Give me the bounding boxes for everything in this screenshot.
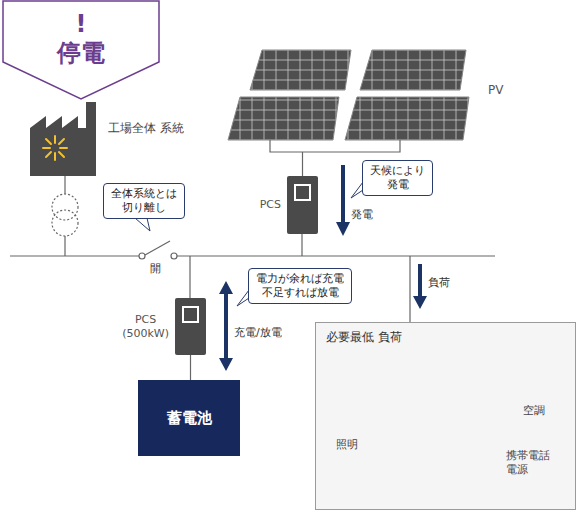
load-item: 携帯電話 電源 <box>506 449 550 477</box>
pv-panels <box>250 50 351 90</box>
flow-arrow <box>219 358 233 371</box>
bus-line <box>10 234 495 322</box>
callout-bubble: 電力が余れば充電 不足すれば放電 <box>248 268 352 304</box>
alert-banner: !停電 <box>2 0 160 100</box>
factory-icon <box>30 102 96 176</box>
node-text: PCS <box>260 198 281 212</box>
bus-line <box>10 255 139 256</box>
load-panel: 必要最低 負荷空調照明携帯電話 電源 <box>315 322 576 510</box>
factory-icon <box>46 152 51 157</box>
callout-tail <box>135 218 150 231</box>
switch-symbol <box>139 253 145 259</box>
factory-icon <box>54 153 56 160</box>
pcs-box: PCS (500kW) <box>175 298 206 355</box>
bus-line <box>409 256 410 322</box>
banner-outline <box>3 1 159 99</box>
node-text: 工場全体 系統 <box>108 120 184 137</box>
switch-symbol <box>171 253 177 259</box>
flow-arrow <box>219 281 233 294</box>
callout-bubble: 全体系統とは 切り離し <box>103 183 185 219</box>
flow-arrow <box>413 296 427 309</box>
diagram-label: 充電/放電 <box>234 326 282 340</box>
callout-bubble: 天候により 発電 <box>362 160 433 196</box>
factory-icon <box>59 152 64 157</box>
transformer-symbol <box>52 210 78 236</box>
connector-line <box>302 152 303 176</box>
transformer-symbol <box>52 176 78 256</box>
node-text: 蓄電池 <box>167 409 212 428</box>
diagram-label: 負荷 <box>428 276 450 290</box>
node-text: PV <box>488 83 503 97</box>
factory-icon <box>60 147 67 149</box>
pv-panels <box>360 50 466 90</box>
node-text: 照明 <box>336 438 358 452</box>
factory-icon <box>30 102 96 176</box>
node-text: PCS (500kW) <box>122 313 169 341</box>
switch-symbol <box>145 241 170 255</box>
flow-arrow <box>336 222 350 236</box>
pv-array: PV <box>222 45 484 152</box>
connector-line <box>190 355 191 380</box>
factory-icon <box>54 136 56 143</box>
factory-icon <box>59 139 64 144</box>
factory-node: 工場全体 系統 <box>30 100 102 176</box>
flow-arrow <box>224 292 228 360</box>
node-text: 携帯電話 電源 <box>506 449 550 477</box>
diagram-label: 開 <box>150 262 161 276</box>
transformer-symbol <box>52 194 78 220</box>
factory-icon <box>43 136 67 160</box>
node-text: 全体系統とは 切り離し <box>111 187 177 215</box>
bus-line <box>177 255 495 256</box>
battery-box: 蓄電池 <box>138 380 240 456</box>
pcs-box: PCS <box>287 176 318 234</box>
factory-icon <box>46 139 51 144</box>
switch-symbol <box>139 241 177 259</box>
transformer-symbol <box>64 176 65 194</box>
node-text: ! <box>76 10 87 38</box>
pv-wires <box>270 140 400 152</box>
factory-icon <box>43 147 50 149</box>
bus-line <box>189 256 190 298</box>
bus-line <box>301 234 302 256</box>
node-text: 天候により 発電 <box>370 164 425 192</box>
load-item: 空調 <box>523 404 545 418</box>
transformer-symbol <box>64 236 65 256</box>
pv-panels <box>228 50 469 140</box>
flow-arrow <box>418 264 422 298</box>
node-text: 停電 <box>57 38 105 68</box>
node-text: 電力が余れば充電 不足すれば放電 <box>256 272 344 300</box>
diagram-label: 発電 <box>351 208 373 222</box>
pv-panels <box>345 97 469 140</box>
load-item: 照明 <box>336 438 358 452</box>
node-text: 空調 <box>523 404 545 418</box>
flow-arrow <box>341 165 345 224</box>
pv-wires <box>270 140 400 152</box>
node-text: 必要最低 負荷 <box>326 329 402 346</box>
pv-panels <box>228 97 339 140</box>
